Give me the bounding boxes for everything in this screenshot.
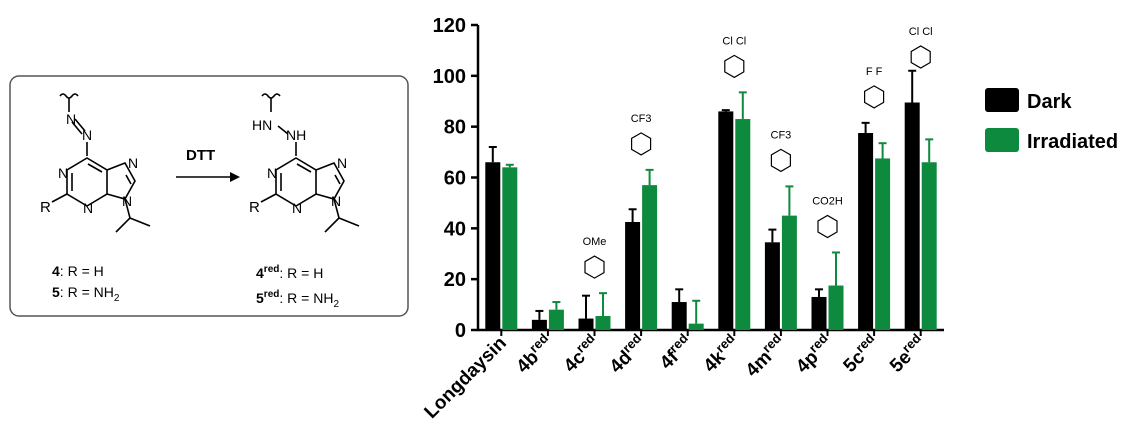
compound-label-4red: 4red: R = H bbox=[256, 264, 323, 281]
bar-dark bbox=[485, 162, 501, 330]
bar-dark bbox=[764, 242, 780, 330]
legend-swatch-irradiated bbox=[985, 128, 1019, 152]
compound-label-5red: 5red: R = NH2 bbox=[256, 289, 339, 310]
reaction-scheme: N N N N N N R DTT HN NH N N N N R 4: R =… bbox=[9, 75, 409, 317]
x-tick-label: 5ered bbox=[884, 331, 930, 377]
benzene-ring-icon bbox=[863, 85, 885, 109]
bar-irradiated bbox=[781, 215, 797, 330]
atom-nh: NH bbox=[286, 127, 306, 143]
bar-dark bbox=[858, 133, 874, 330]
x-tick-label: Longdaysin bbox=[421, 333, 511, 423]
benzene-ring-icon bbox=[630, 132, 652, 156]
substituent-label: OMe bbox=[583, 236, 607, 248]
bar-irradiated bbox=[595, 316, 611, 330]
substituent-label: CO2H bbox=[812, 195, 843, 207]
atom-r: R bbox=[40, 199, 51, 216]
substituent-label: F F bbox=[866, 66, 883, 78]
x-tick-label: 4pred bbox=[790, 331, 837, 378]
bar-dark bbox=[578, 318, 594, 330]
y-tick-label: 0 bbox=[455, 320, 466, 342]
atom-n: N bbox=[66, 111, 76, 127]
y-tick-label: 100 bbox=[433, 66, 466, 88]
bar-dark bbox=[625, 221, 641, 330]
atom-n: N bbox=[337, 155, 347, 171]
benzene-ring-icon bbox=[724, 54, 745, 79]
bar-irradiated bbox=[548, 309, 564, 330]
y-tick-label: 60 bbox=[444, 168, 466, 190]
atom-n: N bbox=[122, 193, 132, 209]
benzene-ring-icon bbox=[584, 255, 605, 279]
benzene-ring-icon bbox=[817, 214, 838, 239]
x-tick-label: 4fred bbox=[654, 331, 697, 374]
hydrazo-purine-structure bbox=[260, 93, 360, 233]
x-tick-label: 5cred bbox=[837, 331, 883, 377]
y-tick-label: 40 bbox=[444, 218, 466, 240]
bar-irradiated bbox=[502, 167, 518, 330]
atom-n: N bbox=[83, 200, 93, 216]
bar-dark bbox=[904, 102, 920, 330]
benzene-ring-icon bbox=[770, 148, 792, 173]
scheme-box bbox=[9, 75, 409, 317]
x-tick-label: 4mred bbox=[740, 331, 791, 382]
bar-dark bbox=[671, 302, 687, 330]
atom-r: R bbox=[249, 199, 260, 216]
atom-n: N bbox=[82, 127, 92, 143]
x-tick-label: 4dred bbox=[604, 331, 651, 378]
bar-irradiated bbox=[735, 119, 751, 331]
bar-dark bbox=[531, 319, 547, 330]
bar-irradiated bbox=[688, 323, 704, 330]
atom-hn: HN bbox=[252, 117, 272, 133]
arrow-head-icon bbox=[230, 172, 240, 182]
azo-purine-structure bbox=[51, 93, 151, 233]
atom-n: N bbox=[58, 165, 68, 181]
x-tick-label: 4cred bbox=[558, 331, 604, 377]
substituent-label: Cl Cl bbox=[722, 35, 746, 47]
legend-swatch-dark bbox=[985, 88, 1019, 112]
atom-n: N bbox=[128, 155, 138, 171]
legend-label-dark: Dark bbox=[1027, 91, 1072, 113]
atom-n: N bbox=[292, 200, 302, 216]
reagent-label: DTT bbox=[186, 147, 215, 164]
bar-irradiated bbox=[828, 285, 844, 330]
substituent-label: CF3 bbox=[631, 113, 652, 125]
x-tick-label: 4bred bbox=[510, 331, 557, 378]
atom-n: N bbox=[331, 193, 341, 209]
compound-label-5: 5: R = NH2 bbox=[52, 284, 120, 304]
bar-irradiated bbox=[921, 162, 937, 330]
compound-label-4: 4: R = H bbox=[52, 263, 104, 279]
legend-label-irradiated: Irradiated bbox=[1027, 131, 1118, 153]
y-tick-label: 20 bbox=[444, 269, 466, 291]
substituent-label: CF3 bbox=[771, 129, 792, 141]
bar-irradiated bbox=[642, 185, 658, 330]
x-tick-label: 4kred bbox=[698, 331, 744, 377]
bar-irradiated bbox=[875, 158, 891, 330]
y-tick-label: 80 bbox=[444, 117, 466, 139]
bar-dark bbox=[811, 296, 827, 330]
benzene-ring-icon bbox=[910, 45, 931, 69]
bar-dark bbox=[718, 111, 734, 331]
y-tick-label: 120 bbox=[433, 15, 466, 37]
substituent-label: Cl Cl bbox=[909, 26, 933, 38]
atom-n: N bbox=[267, 165, 277, 181]
